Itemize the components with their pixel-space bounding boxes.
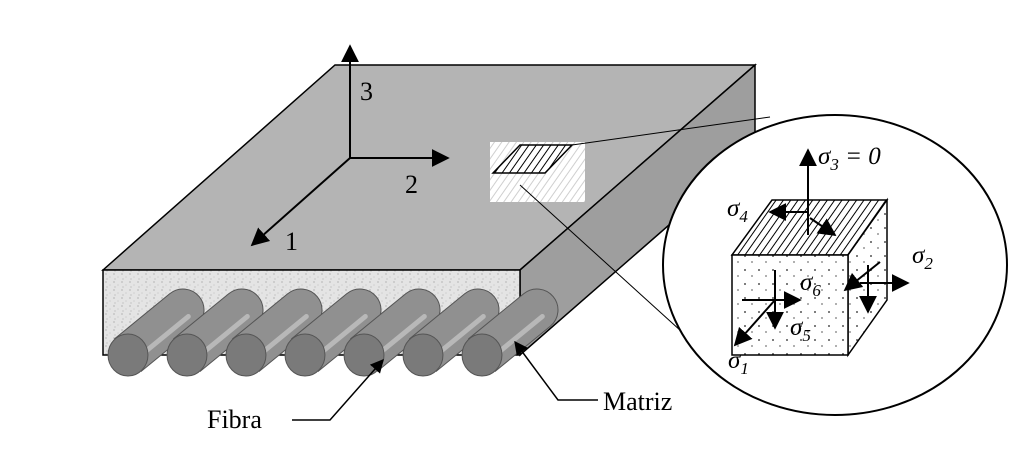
fiber [107, 288, 205, 377]
sigma6-label: σ6 [800, 269, 821, 300]
fiber [225, 288, 323, 377]
fiber [284, 288, 382, 377]
fiber-leader-line [292, 358, 384, 421]
axis-2-label: 2 [405, 170, 418, 199]
fiber-end [284, 333, 326, 377]
fiber-end [461, 333, 503, 377]
fiber [166, 288, 264, 377]
fiber-label: Fibra [207, 405, 262, 434]
sigma5-label: σ5 [790, 314, 811, 345]
fiber-end [402, 333, 444, 377]
axis-1-arrow [250, 157, 351, 247]
fiber-end [166, 333, 208, 377]
fibers [107, 288, 559, 377]
sigma4-arrow-b [809, 217, 837, 237]
fiber-end [343, 333, 385, 377]
sigma6-arrow [843, 261, 881, 292]
sigma3-label: σ3 = 0 [818, 143, 881, 174]
coordinate-axes: 3 2 1 [250, 44, 450, 256]
zoom-line-top [571, 116, 771, 146]
fiber [461, 288, 559, 377]
axis-3-label: 3 [360, 77, 373, 106]
fiber-end [225, 333, 267, 377]
callouts: Fibra Matriz [207, 340, 672, 434]
axis-1-label: 1 [285, 227, 298, 256]
fiber-end [107, 333, 149, 377]
matrix-leader-line [514, 340, 598, 401]
sigma2-label: σ2 [912, 242, 933, 273]
sigma1-label: σ1 [728, 347, 749, 378]
selected-element [490, 116, 771, 381]
sigma1-arrow [733, 299, 776, 347]
matrix-label: Matriz [603, 387, 672, 416]
stress-detail: σ3 = 0 σ4 σ2 σ6 σ5 σ1 [662, 114, 1008, 416]
sigma4-label: σ4 [727, 195, 748, 226]
